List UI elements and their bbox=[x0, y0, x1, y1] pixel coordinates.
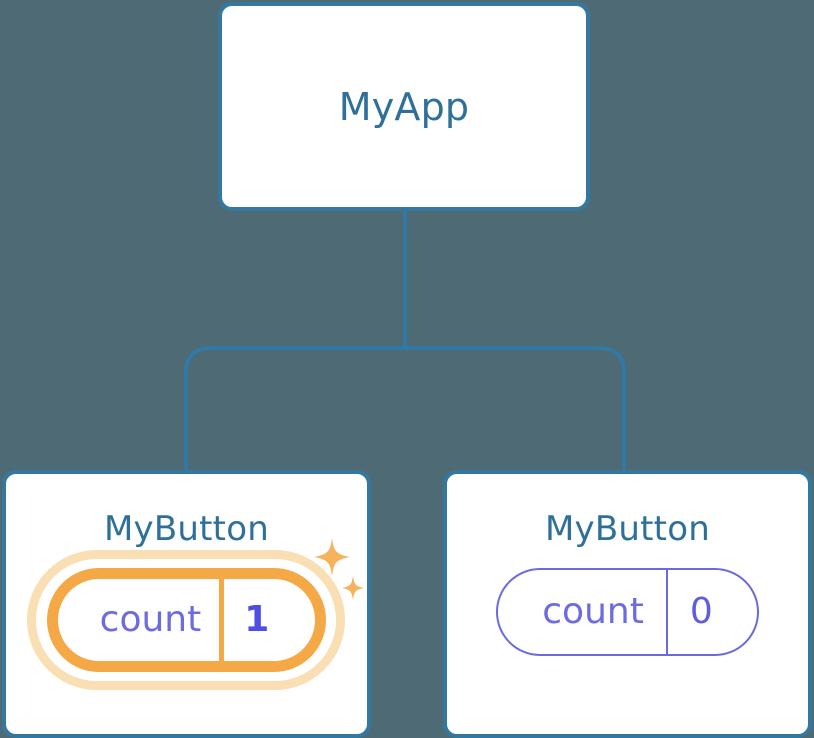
state-key-cell-right: count bbox=[498, 570, 666, 654]
state-value-label-right: 0 bbox=[689, 591, 713, 632]
sparkle-group bbox=[314, 538, 365, 600]
node-title-child-right: MyButton bbox=[545, 509, 710, 549]
sparkle-large-icon bbox=[314, 538, 351, 576]
state-key-label-right: count bbox=[542, 591, 644, 632]
state-key-cell-left: count bbox=[58, 579, 220, 661]
state-pill-left[interactable]: count 1 bbox=[46, 568, 327, 672]
node-title-root: MyApp bbox=[338, 84, 470, 129]
node-card-child-left[interactable]: MyButton count 1 bbox=[2, 470, 371, 738]
state-pill-wrapper-left: count 1 bbox=[27, 538, 365, 690]
state-value-cell-right: 0 bbox=[665, 570, 757, 654]
node-card-root[interactable]: MyApp bbox=[218, 2, 590, 211]
connector-branch-right bbox=[405, 346, 626, 470]
state-pill-glow bbox=[27, 550, 346, 690]
state-key-label-left: count bbox=[99, 599, 202, 640]
node-card-child-right[interactable]: MyButton count 0 bbox=[443, 470, 812, 738]
state-value-label-left: 1 bbox=[244, 599, 270, 640]
state-pill-right[interactable]: count 0 bbox=[496, 568, 759, 656]
node-title-child-left: MyButton bbox=[104, 509, 269, 549]
sparkle-small-icon bbox=[342, 576, 365, 600]
connector-branch-left bbox=[184, 346, 405, 470]
state-value-cell-left: 1 bbox=[219, 579, 315, 661]
state-pill-wrapper-right: count 0 bbox=[496, 568, 759, 656]
